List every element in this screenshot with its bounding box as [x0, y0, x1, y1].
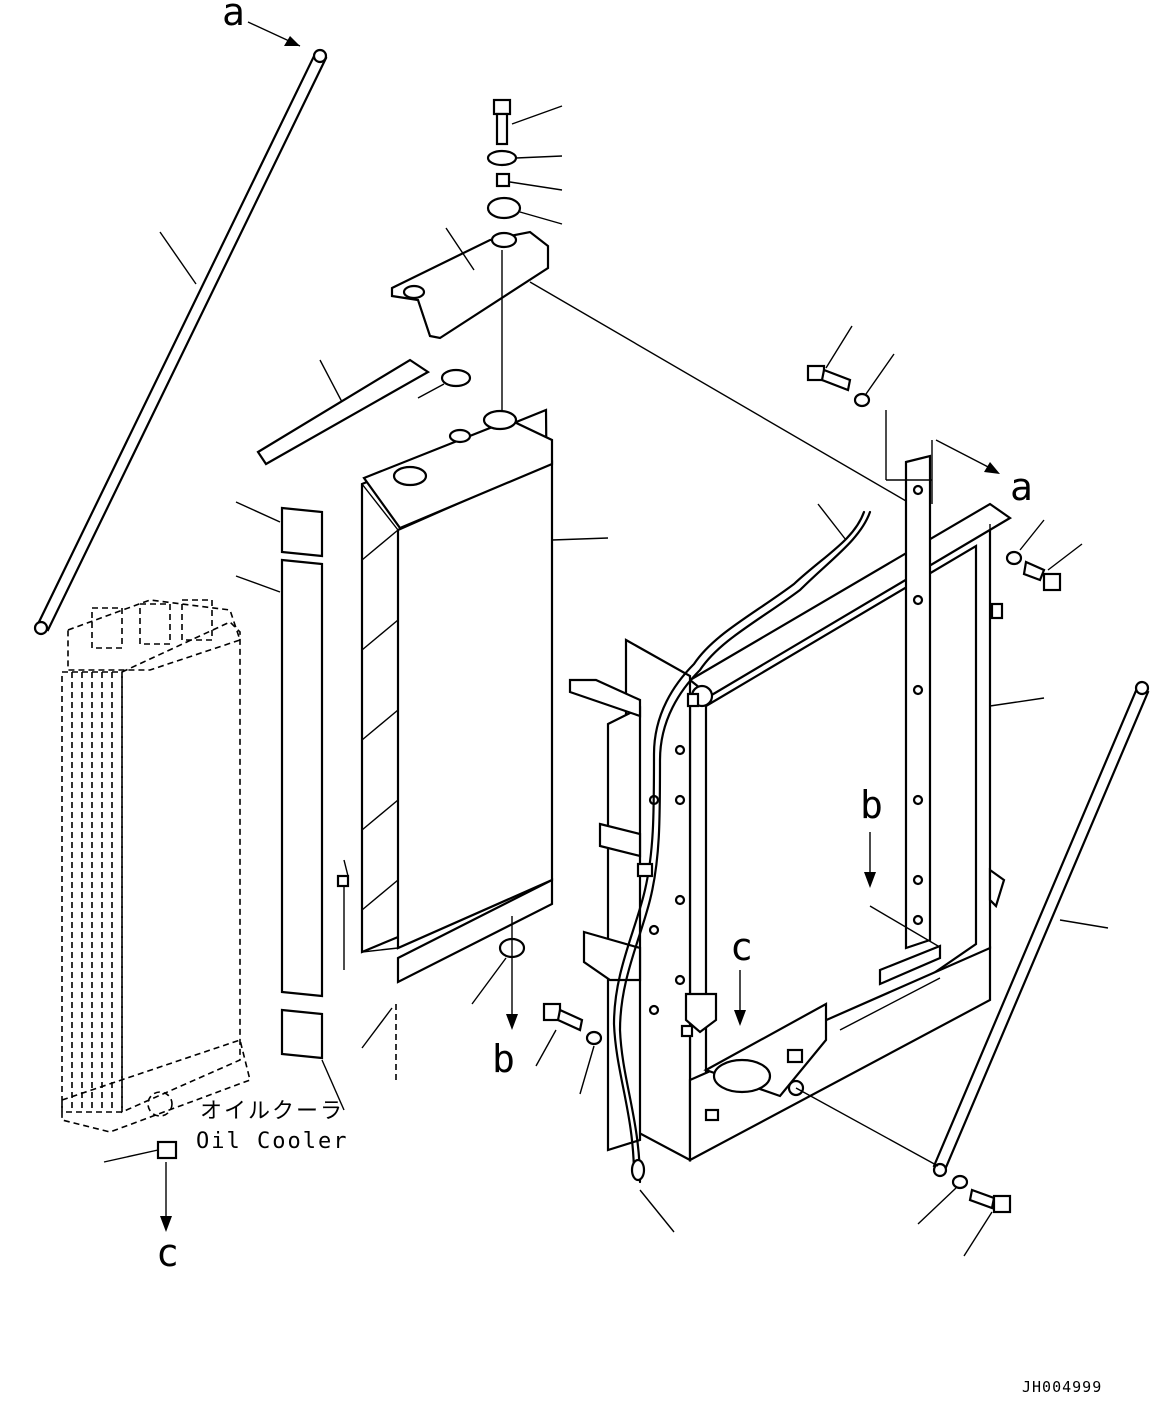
frame-top-bolts [806, 325, 933, 504]
arrow-a-right: a [935, 439, 1033, 509]
oil-cooler-label: オイルクーラ Oil Cooler [196, 1099, 348, 1154]
drawing-code: JH004999 [1022, 1378, 1102, 1396]
radiator-core [360, 408, 609, 984]
frame-side-bolts [1005, 519, 1083, 592]
top-bolt-stack [486, 98, 563, 225]
arrow-b-right: b [860, 783, 939, 947]
radiator-bottom-hardware: b [336, 859, 526, 1082]
sponge-seals [235, 358, 431, 1111]
drain-hose [612, 503, 872, 1233]
left-stay-rod [33, 48, 328, 636]
oil-cooler-en-text: Oil Cooler [196, 1129, 348, 1154]
label-c-right: c [730, 925, 753, 969]
radiator-cap [417, 368, 472, 399]
oil-cooler [61, 599, 251, 1163]
oil-cooler-jp-text: オイルクーラ [200, 1099, 344, 1124]
label-b-mid: b [492, 1037, 515, 1081]
arrow-c-right: c [730, 925, 753, 1026]
label-b-right: b [860, 783, 883, 827]
label-a-top: a [222, 0, 245, 34]
label-c-left: c [156, 1231, 179, 1275]
arrow-a-top: a [222, 0, 301, 47]
arrow-c-left: c [156, 1162, 179, 1275]
label-a-right: a [1010, 465, 1033, 509]
radiator-frame [568, 454, 1045, 1162]
top-bracket [390, 227, 919, 509]
rod-bottom-hardware [917, 1174, 1012, 1257]
frame-bottom-left-bolts [535, 1002, 603, 1095]
right-stay-rod [795, 680, 1150, 1178]
